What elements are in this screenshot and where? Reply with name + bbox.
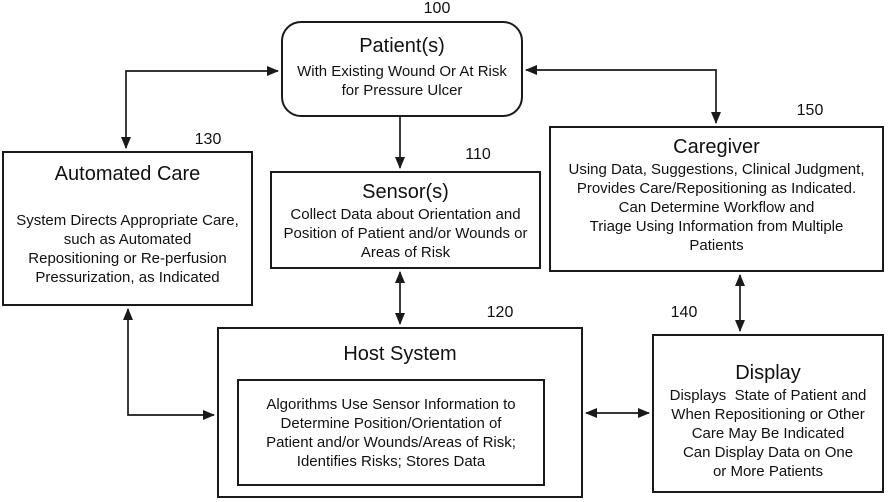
ref-label-caregiver: 150 xyxy=(796,102,824,119)
automated-care-box: Automated Care System Directs Appropriat… xyxy=(2,151,253,306)
display-description: Displays State of Patient and When Repos… xyxy=(669,387,867,480)
sensor-title: Sensor(s) xyxy=(362,181,449,203)
sensor-box: Sensor(s) Collect Data about Orientation… xyxy=(270,171,541,269)
automated-care-title: Automated Care xyxy=(54,163,201,185)
arrow-patient-automatedcare-bidirectional xyxy=(121,66,279,149)
ref-label-sensor: 110 xyxy=(465,146,491,163)
arrow-patient-caregiver-bidirectional xyxy=(525,65,721,124)
patient-box: Patient(s) With Existing Wound Or At Ris… xyxy=(281,21,523,117)
patient-description: With Existing Wound Or At Risk for Press… xyxy=(297,63,507,99)
host-system-title: Host System xyxy=(343,343,457,365)
host-system-box: Host System Algorithms Use Sensor Inform… xyxy=(217,327,583,498)
ref-label-patient: 100 xyxy=(423,0,451,17)
display-box: Display Displays State of Patient and Wh… xyxy=(652,334,884,493)
automated-care-description: System Directs Appropriate Care, such as… xyxy=(16,212,239,286)
arrow-automatedcare-host-bidirectional xyxy=(123,308,215,420)
caregiver-description: Using Data, Suggestions, Clinical Judgme… xyxy=(568,161,865,254)
display-title: Display xyxy=(735,362,801,384)
ref-label-display: 140 xyxy=(670,304,698,321)
patient-title: Patient(s) xyxy=(359,35,445,57)
caregiver-title: Caregiver xyxy=(673,136,760,158)
sensor-description: Collect Data about Orientation and Posit… xyxy=(283,206,528,261)
host-system-description: Algorithms Use Sensor Information to Det… xyxy=(266,395,516,470)
caregiver-box: Caregiver Using Data, Suggestions, Clini… xyxy=(549,126,884,272)
ref-label-automated-care: 130 xyxy=(194,131,222,148)
ref-label-host: 120 xyxy=(486,304,514,321)
host-system-inner-box: Algorithms Use Sensor Information to Det… xyxy=(237,379,545,486)
